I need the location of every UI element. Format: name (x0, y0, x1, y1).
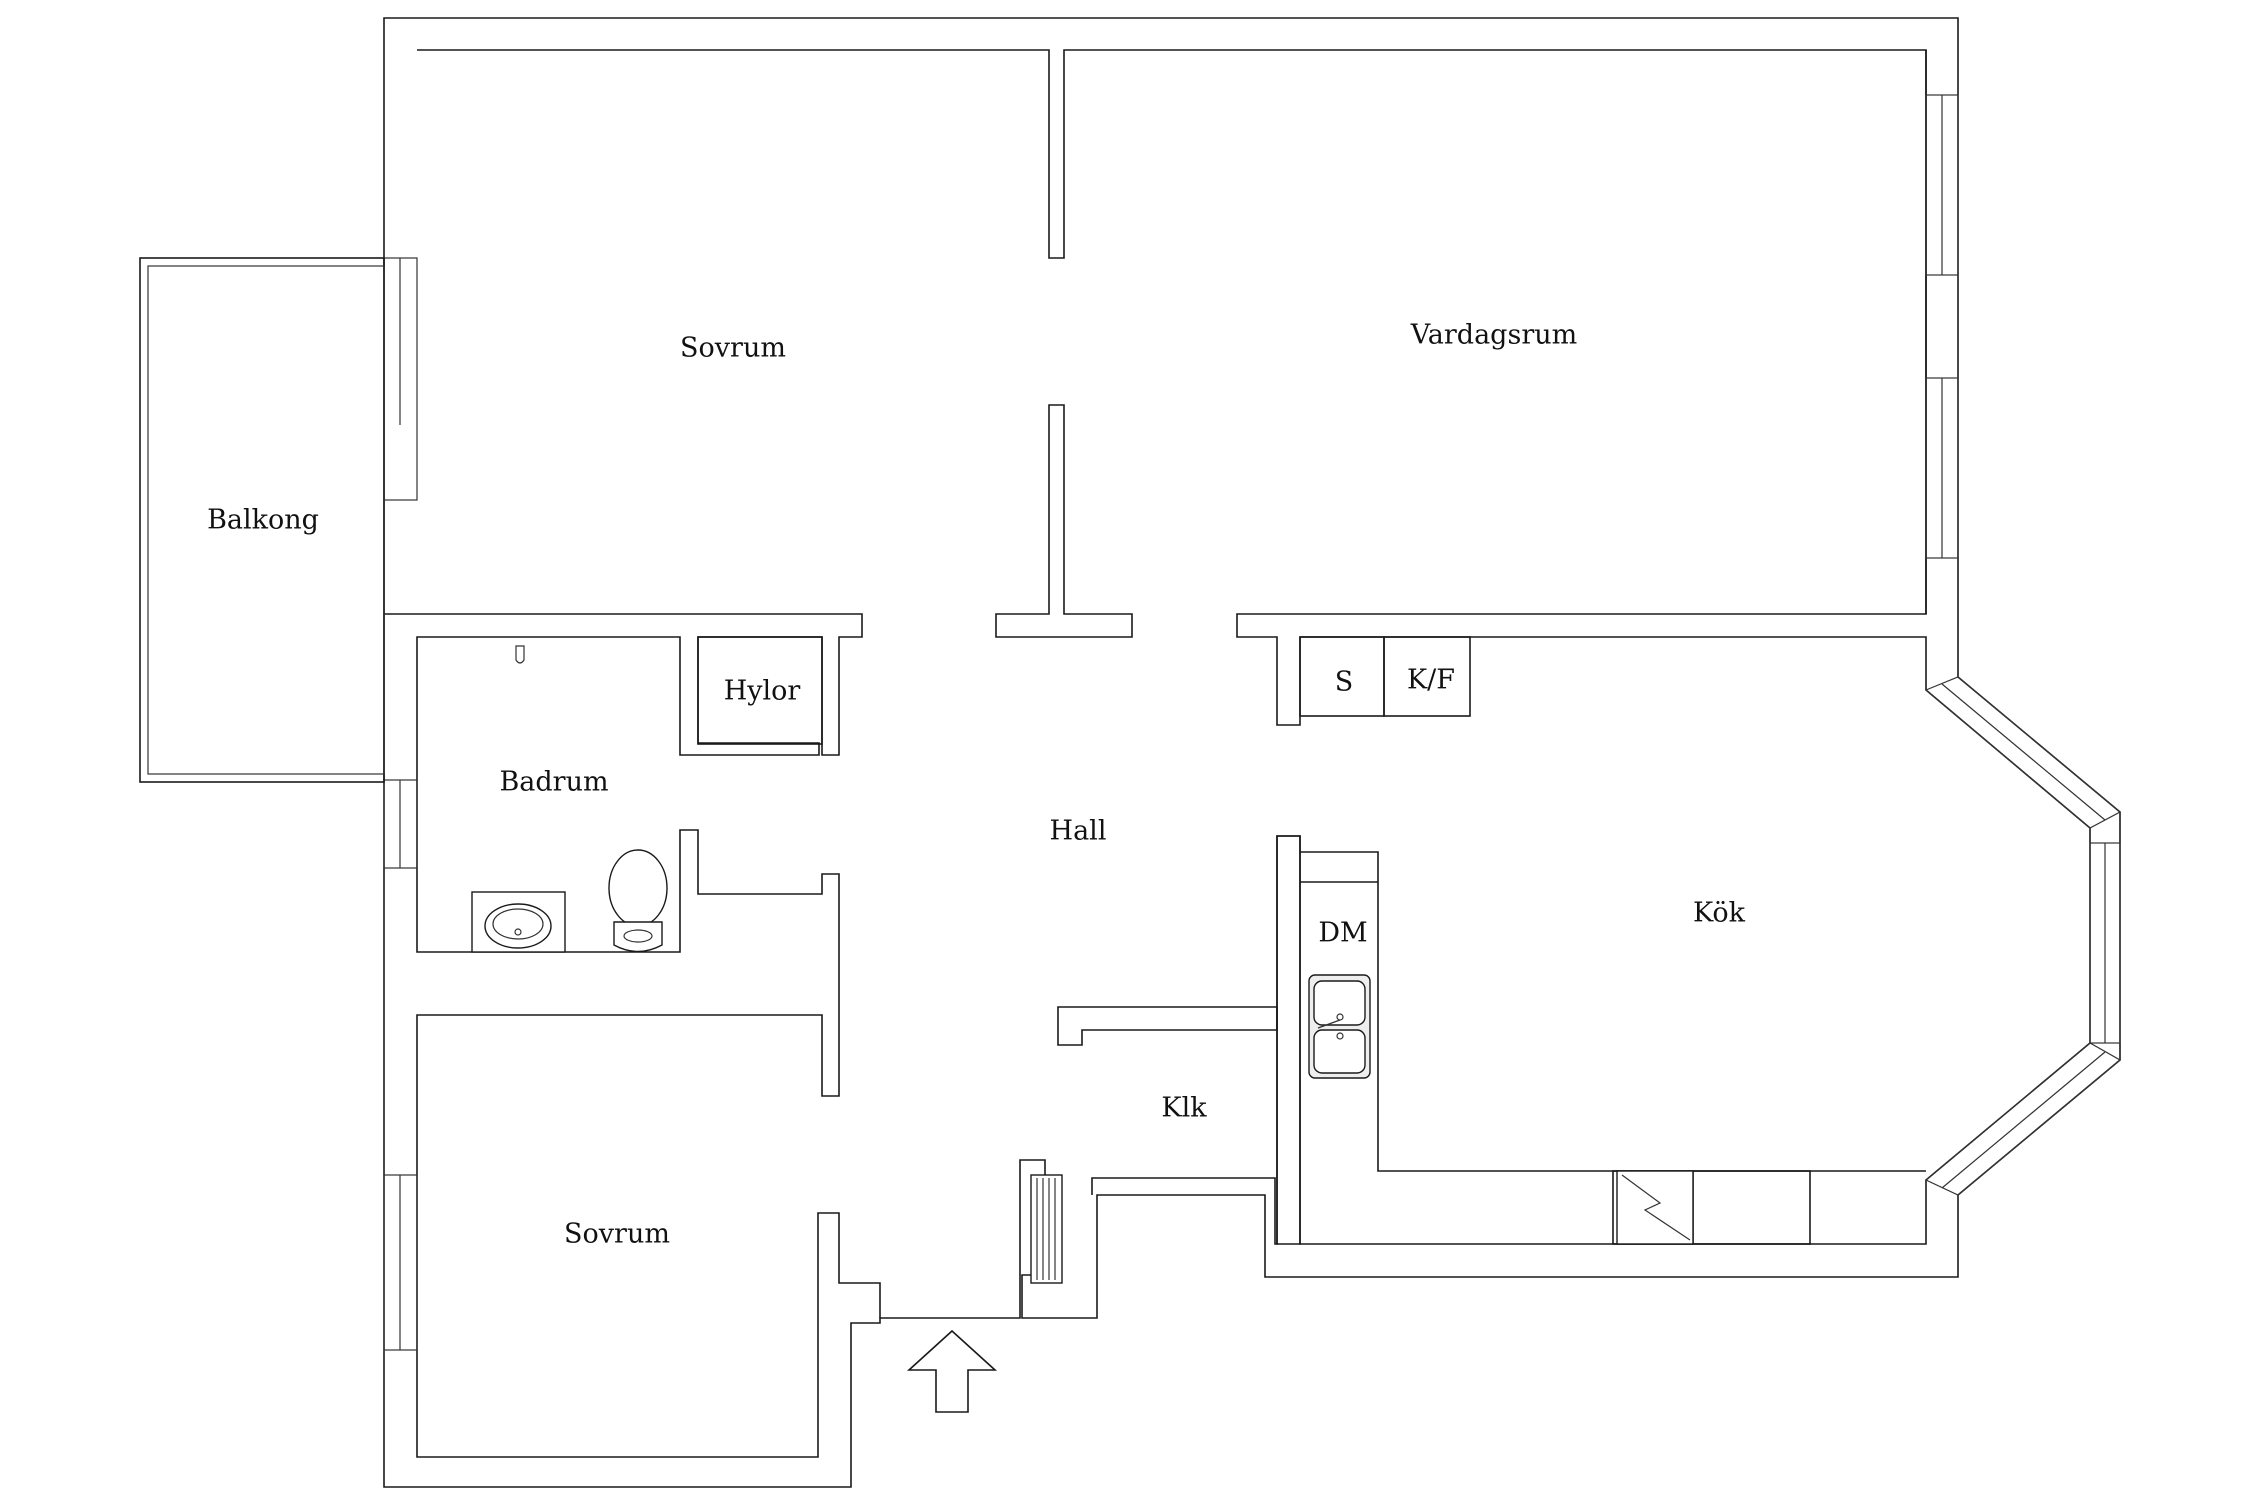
sink-faucet (1317, 1019, 1341, 1029)
fixture-label-s: S (1334, 666, 1354, 698)
room-label-sovrum-lower: Sovrum (564, 1218, 670, 1250)
balcony-inner (147, 265, 385, 775)
sink-basin-2 (1313, 1029, 1366, 1074)
radiator-body (1030, 1174, 1063, 1284)
outer-walls (383, 17, 2121, 1488)
wall-hall-closet (1057, 1006, 1278, 1046)
room-label-kok: Kök (1692, 897, 1746, 929)
washbasin-inner (492, 908, 544, 940)
stove-counter (1612, 1170, 1811, 1245)
wall-center-t (995, 404, 1133, 638)
wall-kitchen-left (1276, 835, 1301, 1245)
window-line (1941, 683, 2106, 821)
room-label-badrum: Badrum (499, 766, 609, 798)
fixture-label-dm: DM (1318, 917, 1368, 949)
washbasin-bowl (484, 903, 552, 949)
room-label-hylor: Hylor (723, 675, 801, 707)
room-label-hall: Hall (1049, 815, 1107, 847)
outer-wall-outline (383, 17, 2121, 1488)
stove-icon (1616, 1170, 1694, 1245)
window-kok-1 (1924, 676, 2122, 829)
window-kok-3 (1924, 1042, 2122, 1196)
appliance-boxes (1299, 636, 1471, 717)
entrance-arrow-icon (906, 1329, 998, 1413)
washbasin-icon (471, 891, 566, 953)
toilet-icon (608, 849, 668, 953)
toilet-bowl (608, 849, 668, 927)
fixture-label-kf: K/F (1406, 664, 1456, 696)
room-label-vardagsrum: Vardagsrum (1410, 319, 1578, 351)
balcony (139, 257, 385, 783)
kf-box (1383, 636, 1471, 717)
stove-body (1616, 1170, 1694, 1245)
sink-drain-2 (1336, 1032, 1344, 1040)
wall-upper-left (384, 613, 881, 1458)
kitchen-counters (1300, 851, 1926, 1245)
stove-symbol (1621, 1174, 1691, 1241)
window-line (1941, 1051, 2106, 1189)
room-label-balkong: Balkong (207, 504, 319, 536)
toilet-detail (623, 929, 653, 943)
sink-basin-1 (1313, 980, 1366, 1026)
radiator-icon (1030, 1174, 1063, 1284)
counter-left (1300, 851, 1926, 1172)
shower-head (515, 645, 525, 664)
hylor-closet (697, 636, 823, 745)
kitchen-sink-icon (1308, 974, 1371, 1079)
windows (383, 94, 2122, 1351)
shower-icon (515, 645, 525, 664)
inner-wall-outline (417, 49, 2091, 1245)
room-label-sovrum-upper: Sovrum (680, 332, 786, 364)
washbasin-drain (514, 928, 522, 936)
room-label-klk: Klk (1161, 1092, 1207, 1124)
toilet-tank (613, 921, 663, 953)
